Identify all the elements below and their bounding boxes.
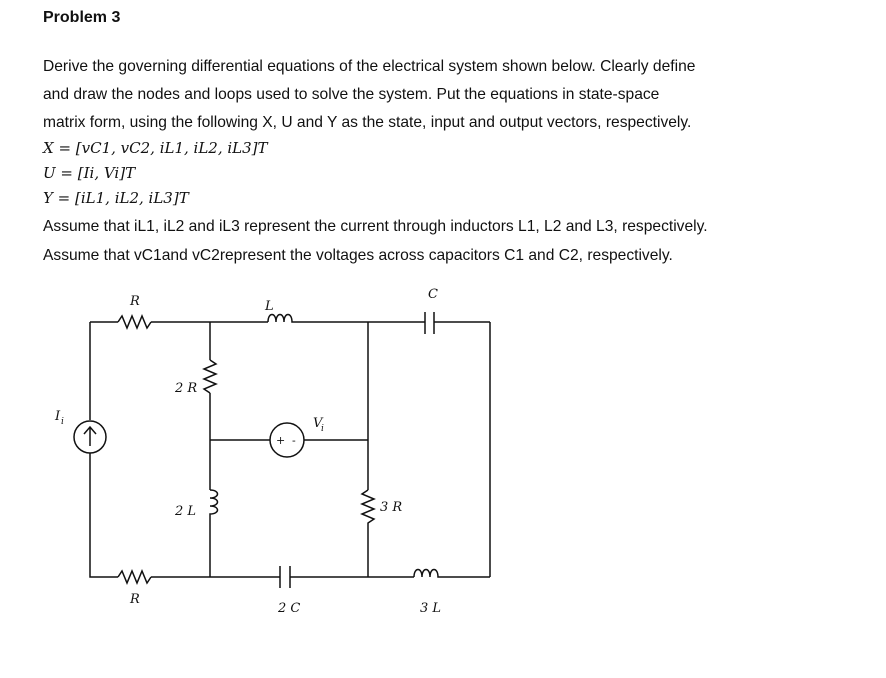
label-ii-sub: i [61, 417, 64, 427]
capacitor-c-top [424, 312, 490, 334]
instruction-line: matrix form, using the following X, U an… [43, 114, 692, 131]
label-3l: 3 L [420, 601, 441, 616]
resistor-2r [202, 359, 218, 394]
resistor-r-bottom [117, 569, 152, 585]
instruction-line: and draw the nodes and loops used to sol… [43, 86, 660, 103]
label-2l: 2 L [174, 504, 196, 519]
current-source-arrow-icon [83, 425, 97, 446]
resistor-3r [360, 489, 376, 577]
inductor-2l [209, 489, 219, 577]
resistor-r-top [117, 314, 152, 330]
label-l-top: L [264, 299, 274, 314]
label-r-top: R [129, 294, 140, 309]
label-2r: 2 R [174, 381, 197, 396]
problem-title: Problem 3 [43, 9, 121, 26]
inductor-l-top [267, 313, 368, 323]
label-c-top: C [428, 287, 438, 302]
inductor-3l [413, 568, 490, 578]
label-r-bottom: R [129, 592, 140, 607]
instruction-line: Derive the governing differential equati… [43, 58, 696, 75]
label-ii: I [54, 409, 61, 424]
input-vector-u: U = [Ii, Vi]T [43, 164, 136, 182]
assumption-inductors: Assume that iL1, iL2 and iL3 represent t… [43, 218, 708, 235]
label-plus: + [276, 434, 285, 447]
instructions: Derive the governing differential equati… [43, 53, 863, 137]
label-vi-sub: i [321, 424, 324, 434]
wire-left-bottom [89, 453, 118, 578]
state-vector-x: X = [vC1, vC2, iL1, iL2, iL3]T [43, 139, 268, 157]
capacitor-2c [279, 566, 414, 588]
label-minus: - [292, 434, 296, 447]
output-vector-y: Y = [iL1, iL2, iL3]T [43, 189, 189, 207]
label-vi: V [313, 416, 324, 431]
assumption-capacitors: Assume that vC1and vC2represent the volt… [43, 247, 673, 264]
label-3r: 3 R [380, 500, 402, 515]
label-2c: 2 C [277, 601, 300, 616]
